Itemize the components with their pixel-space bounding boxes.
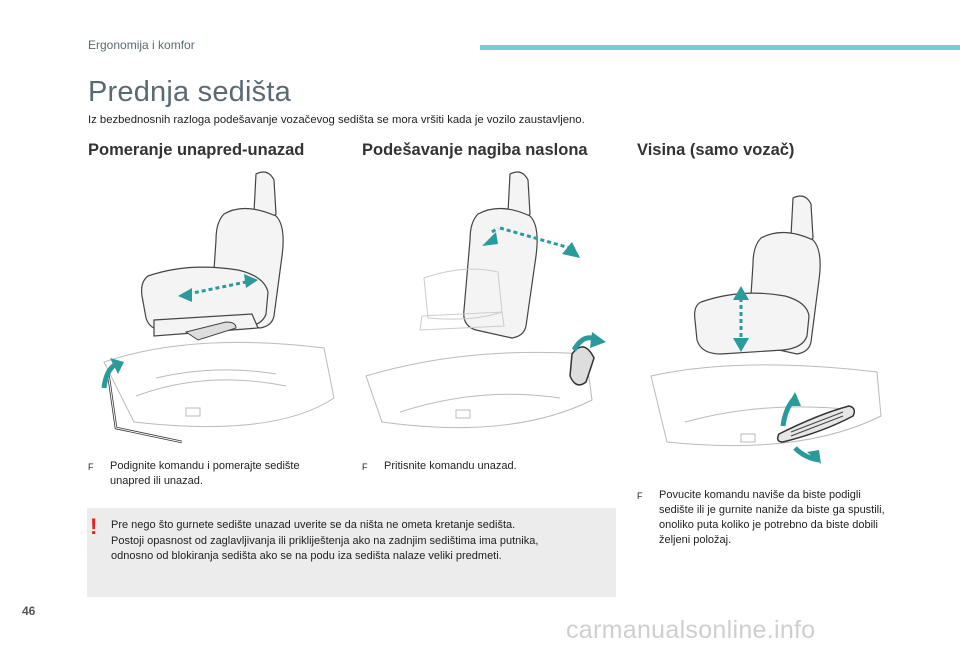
heading-backrest-angle: Podešavanje nagiba naslona (362, 141, 588, 159)
heading-height: Visina (samo vozač) (637, 141, 795, 159)
header-accent-bar (480, 45, 960, 50)
watermark: carmanualsonline.info (566, 616, 816, 644)
warning-text: Pre nego što gurnete sedište unazad uver… (111, 518, 606, 565)
bullet-fore-aft: F Podignite komandu i pomerajte sedište … (88, 459, 338, 489)
bullet-backrest-text: Pritisnite komandu unazad. (384, 460, 517, 472)
seat-fore-aft-illustration (101, 171, 335, 444)
heading-fore-aft: Pomeranje unapred-unazad (88, 141, 305, 159)
page-number: 46 (22, 604, 36, 618)
bullet-height: F Povucite komandu naviše da biste podig… (637, 488, 887, 548)
seat-backrest-illustration (365, 171, 606, 429)
warning-line: odnosno od blokiranja sedišta ako se na … (111, 550, 502, 562)
pointer-icon: F (362, 462, 368, 472)
warning-box (87, 508, 616, 597)
page-title: Prednja sedišta (88, 76, 291, 108)
bullet-fore-aft-text: Podignite komandu i pomerajte sedište un… (110, 460, 300, 487)
pointer-icon: F (88, 462, 94, 472)
pointer-icon: F (637, 491, 643, 501)
intro-text: Iz bezbednosnih razloga podešavanje voza… (88, 114, 585, 126)
section-label: Ergonomija i komfor (88, 38, 195, 52)
warning-line: Pre nego što gurnete sedište unazad uver… (111, 519, 516, 531)
bullet-height-text: Povucite komandu naviše da biste podigli… (659, 489, 885, 546)
bullet-backrest: F Pritisnite komandu unazad. (362, 459, 612, 475)
exclamation-icon: ! (90, 514, 98, 539)
warning-line: Postoji opasnost od zaglavljivanja ili p… (111, 534, 539, 547)
seat-height-illustration (650, 195, 882, 464)
